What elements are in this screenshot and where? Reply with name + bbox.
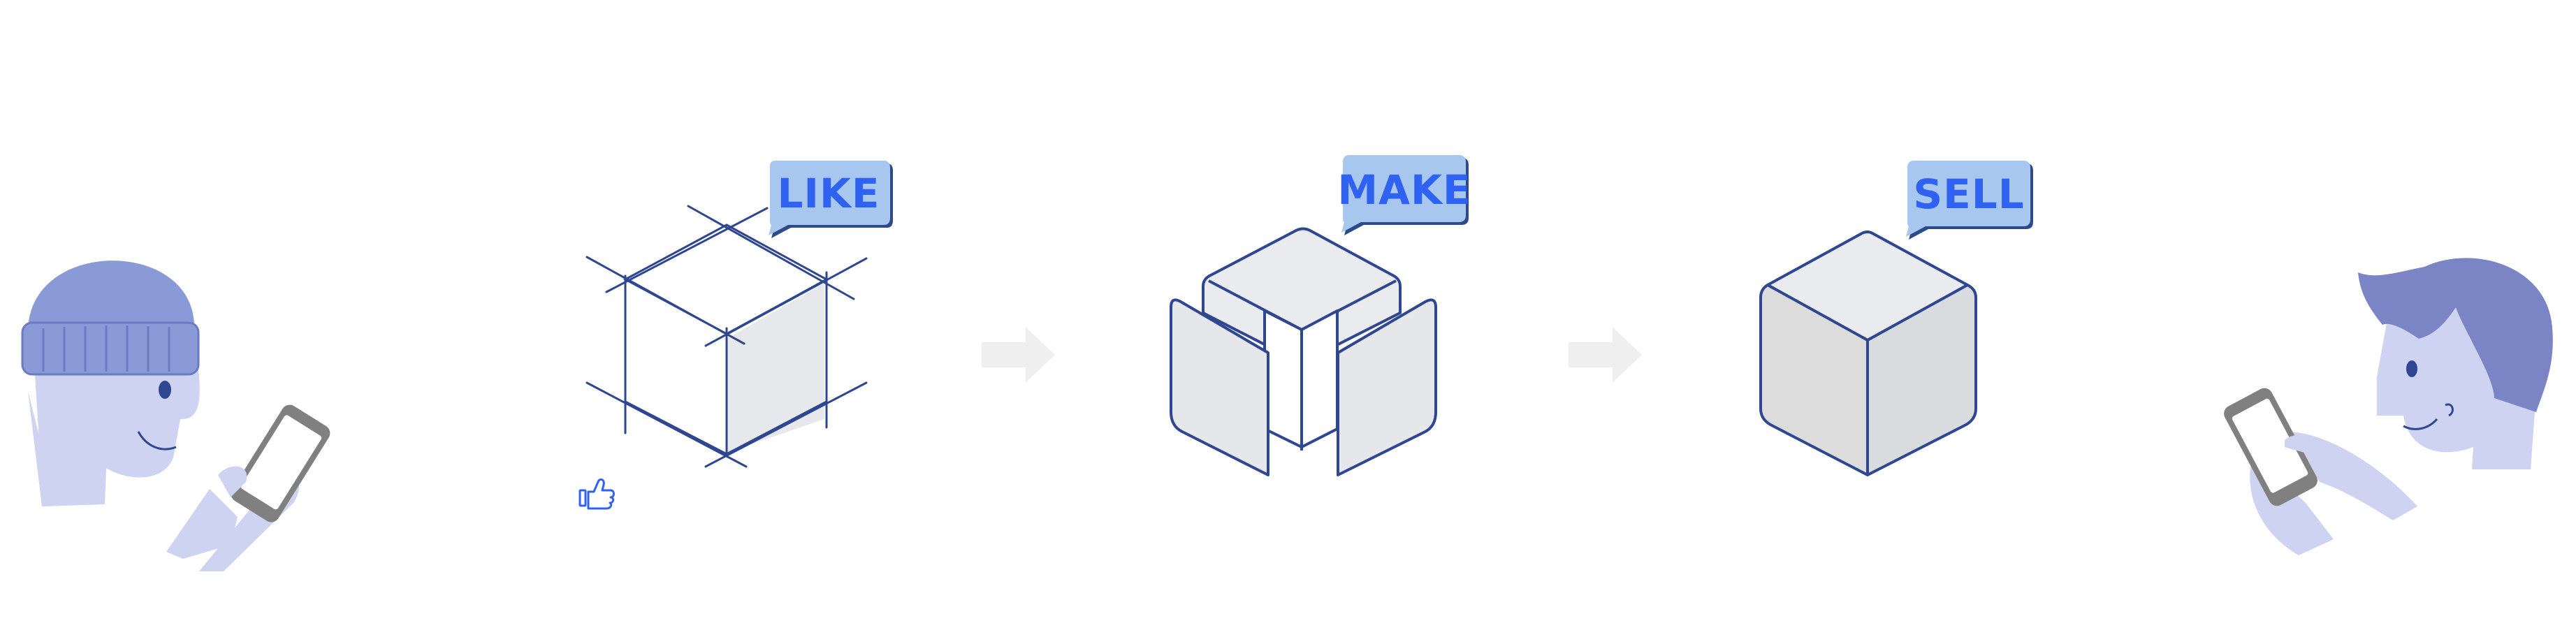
beanie-band: [21, 321, 200, 376]
right-arrow-icon: [1569, 327, 1642, 383]
make-label: MAKE: [1337, 166, 1471, 214]
solid-cube-icon: [1759, 230, 1977, 476]
sell-speech-bubble: SELL: [1906, 161, 2033, 240]
left-person-smile: [137, 431, 177, 451]
sketch-cube-icon: [585, 205, 868, 468]
right-person-eye: [2406, 360, 2417, 377]
left-person-thumb: [218, 466, 247, 497]
thumbs-up-icon: [578, 478, 615, 510]
right-person-thumb: [2285, 434, 2334, 461]
exploded-cube-icon: [1170, 227, 1437, 476]
person-using-phone-icon: [2224, 258, 2553, 555]
right-person-ear: [2445, 403, 2454, 417]
right-arrow-icon: [982, 327, 1055, 383]
like-speech-bubble: LIKE: [769, 161, 893, 238]
left-person-eye: [159, 381, 171, 399]
step-like: LIKE: [578, 161, 893, 510]
step-sell: SELL: [1759, 161, 2033, 476]
left-person-hand-back: [166, 489, 238, 559]
right-person-hair: [2358, 258, 2553, 412]
right-person-smile: [2403, 418, 2438, 430]
like-label: LIKE: [777, 170, 880, 217]
beanie-dome: [28, 261, 195, 332]
beanie-ribs: [42, 325, 170, 372]
make-speech-bubble: MAKE: [1337, 155, 1471, 235]
left-person-face: [34, 353, 200, 506]
left-phone-icon: [231, 404, 330, 522]
left-person-shoulder: [28, 391, 56, 506]
sell-label: SELL: [1913, 170, 2024, 218]
person-with-beanie-using-phone-icon: [21, 261, 330, 571]
step-make: MAKE: [1170, 155, 1471, 476]
right-phone-icon: [2224, 388, 2317, 506]
